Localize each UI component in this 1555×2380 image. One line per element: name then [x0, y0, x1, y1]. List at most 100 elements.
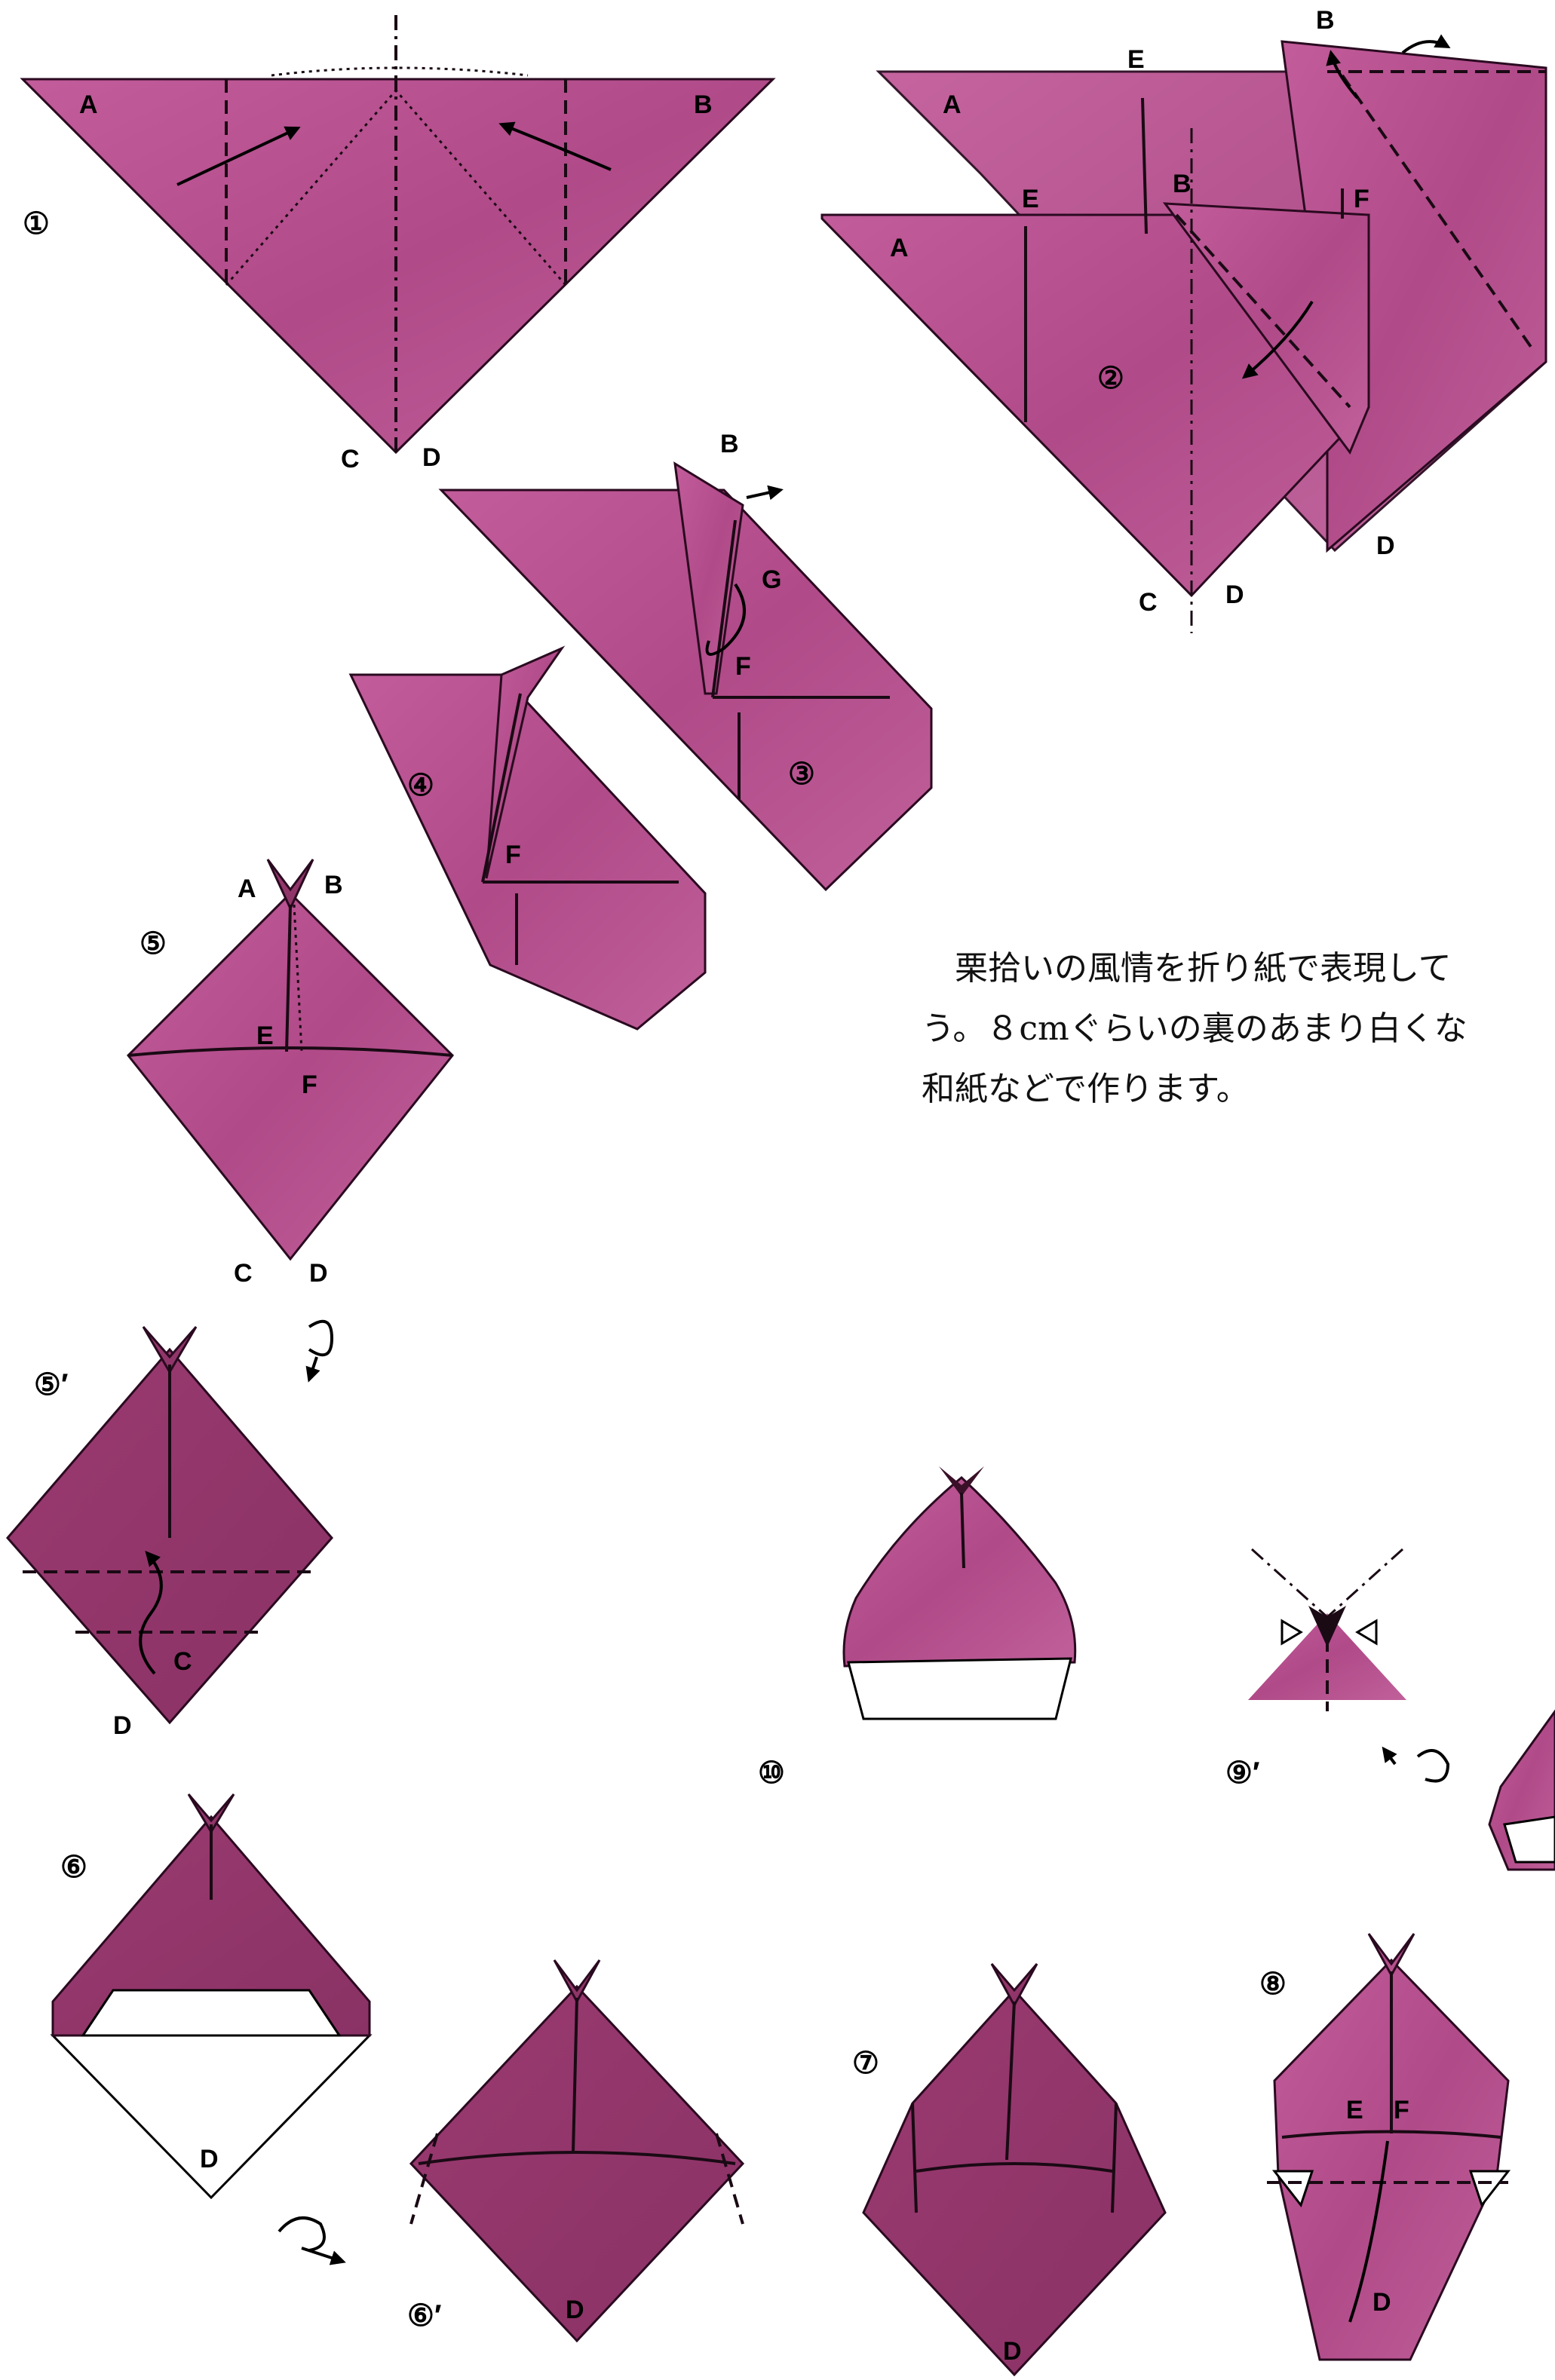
- step-7-crease-right: [1111, 2103, 1118, 2213]
- step-4-diagram: F ④: [348, 645, 707, 1031]
- label-C: C: [173, 1647, 192, 1676]
- description-line: う。８cmぐらいの裏のあまり白くな: [922, 1009, 1468, 1048]
- label-D: D: [1225, 580, 1244, 609]
- label-E: E: [1127, 45, 1145, 74]
- step-2-crease-E-top: [1141, 97, 1148, 234]
- turn-over-arrow-tip: [305, 1356, 321, 1383]
- step-5-dot: [293, 904, 303, 1052]
- step-10-white-base: [847, 1657, 1072, 1720]
- label-D: D: [113, 1711, 132, 1740]
- step-4-number: ④: [407, 769, 434, 802]
- label-D: D: [1373, 2288, 1391, 2317]
- step-4-flap: [485, 645, 566, 879]
- step-3-crease-G: [711, 519, 737, 698]
- step-8-paper: [1273, 1958, 1510, 2361]
- step-2-arrow-B: [1326, 50, 1359, 100]
- step-9-partial-diagram: [1488, 1709, 1555, 1871]
- step-6p-crease-horizontal: [418, 2151, 736, 2165]
- step-2-fold-flap: [1341, 74, 1532, 348]
- label-D: D: [309, 1259, 328, 1288]
- label-B: B: [1316, 6, 1335, 35]
- step-3-arrow-up: [746, 485, 784, 501]
- step-8-white-right: [1468, 2170, 1511, 2208]
- step-6p-fold-left: [409, 2133, 439, 2225]
- label-B: B: [694, 90, 713, 119]
- label-A: A: [890, 234, 909, 262]
- step-9p-push-right: [1355, 1619, 1378, 1646]
- turn-over-arrow-tip: [1382, 1746, 1397, 1766]
- step-5-number: ⑤: [140, 927, 167, 960]
- step-6p-fold-right: [715, 2133, 744, 2225]
- step-7-number: ⑦: [852, 2047, 879, 2080]
- step-2-number: ②: [1097, 362, 1124, 395]
- step-8-crease-horizontal: [1281, 2130, 1501, 2139]
- step-7-crease: [1005, 2001, 1016, 2161]
- turn-over-icon: [305, 1319, 334, 1383]
- step-2-fold-diagonal: [1175, 213, 1351, 409]
- step-6p-tip: [553, 1959, 601, 2005]
- label-C: C: [1139, 588, 1158, 617]
- label-E: E: [256, 1022, 274, 1050]
- step-4-crease: [481, 693, 522, 883]
- label-D: D: [566, 2296, 584, 2324]
- step-5-tip: [266, 859, 314, 911]
- turn-over-icon: [278, 2216, 346, 2265]
- step-6-white-band: [81, 1989, 342, 2037]
- turn-over-arrow: [1416, 1749, 1450, 1783]
- label-D: D: [200, 2145, 219, 2173]
- label-F: F: [1354, 185, 1369, 213]
- description-line: 和紙などで作ります。: [922, 1070, 1250, 1108]
- step-9p-line-left: [1250, 1548, 1329, 1619]
- step-10-paper: [842, 1476, 1077, 1668]
- step-5-crease: [285, 904, 292, 1052]
- label-F: F: [302, 1071, 317, 1099]
- step-1-arrow-left: [176, 126, 301, 186]
- label-D: D: [422, 443, 441, 472]
- label-D: D: [1003, 2337, 1022, 2366]
- step-7-tip: [990, 1963, 1038, 2008]
- step-10-diagram: ⑩: [758, 1466, 1077, 1790]
- step-6p-number: ⑥′: [407, 2299, 441, 2333]
- step-9p-push-left: [1280, 1619, 1303, 1646]
- step-5-paper: [126, 891, 455, 1261]
- step-9p-paper: [1248, 1613, 1406, 1700]
- step-1-dot-right: [394, 90, 567, 286]
- step-4-paper: [348, 673, 707, 1031]
- step-2-diagram: B E A E B F A C D D ②: [820, 6, 1547, 633]
- turn-over-arrow: [278, 2216, 326, 2252]
- step-9-prime-diagram: ⑨′: [1225, 1548, 1406, 1790]
- label-A: A: [943, 90, 962, 119]
- step-6-prime-diagram: D ⑥′: [407, 1959, 745, 2343]
- label-F: F: [505, 841, 521, 869]
- step-9p-line-right: [1326, 1548, 1404, 1619]
- step-9-white-partial: [1503, 1815, 1555, 1864]
- label-B: B: [720, 430, 739, 458]
- step-8-arrow: [1348, 2140, 1389, 2323]
- label-E: E: [1022, 185, 1039, 213]
- step-5p-arrow: [139, 1550, 163, 1675]
- turn-over-arrow-tip: [301, 2247, 346, 2265]
- step-8-tip: [1367, 1933, 1415, 1978]
- label-D: D: [1376, 531, 1395, 560]
- step-2-arrow-down: [1241, 300, 1314, 379]
- step-1-diagram: A B C D ①: [20, 15, 776, 473]
- step-5-crease-horizontal: [127, 1046, 453, 1057]
- turn-over-arrow: [308, 1319, 334, 1357]
- label-G: G: [762, 565, 781, 594]
- step-10-number: ⑩: [758, 1757, 785, 1790]
- label-F: F: [735, 652, 751, 681]
- step-3-flap: [673, 461, 744, 695]
- step-9p-tip: [1308, 1606, 1346, 1647]
- step-6p-crease: [572, 1997, 578, 2153]
- label-C: C: [234, 1259, 253, 1288]
- step-1-dot-top: [271, 66, 529, 77]
- label-B: B: [1173, 170, 1192, 198]
- step-3-paper: [438, 489, 933, 892]
- step-7-diagram: D ⑦: [852, 1963, 1167, 2377]
- step-7-crease-left: [911, 2103, 918, 2213]
- label-E: E: [1346, 2096, 1363, 2124]
- description-line: 栗拾いの風情を折り紙で表現して: [922, 949, 1452, 988]
- step-8-white-left: [1271, 2170, 1314, 2208]
